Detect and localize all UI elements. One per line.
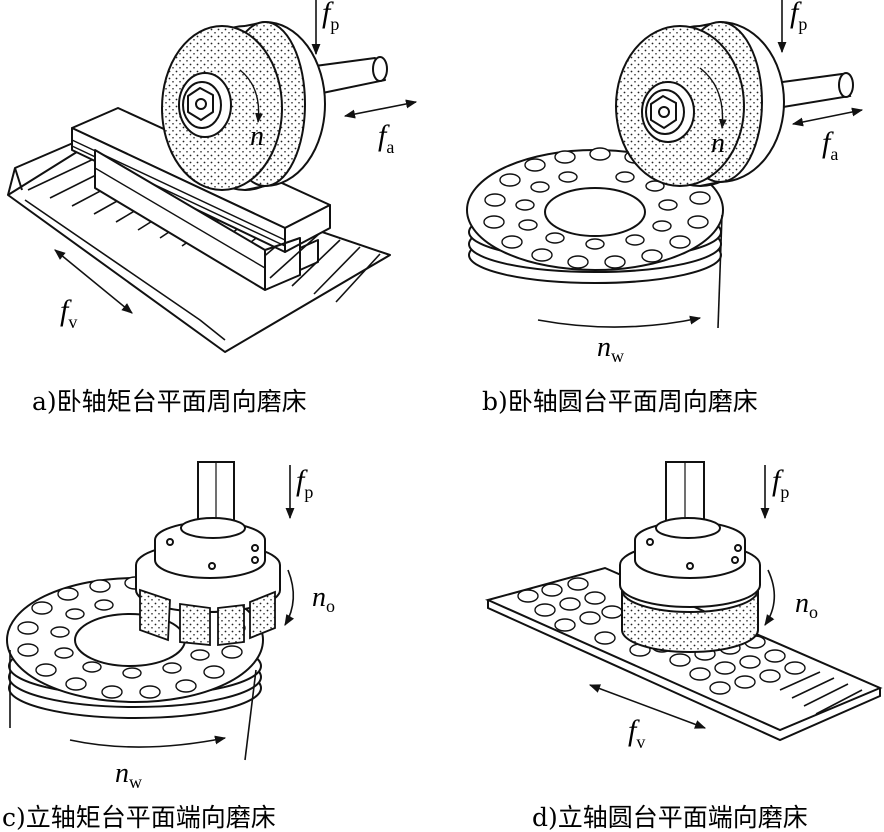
label-fv-d: fv	[628, 714, 645, 752]
panel-b-drawing	[466, 0, 864, 329]
label-no-c: no	[312, 582, 335, 616]
caption-b: b)卧轴圆台平面周向磨床	[482, 387, 758, 416]
caption-c: c)立轴矩台平面端向磨床	[2, 803, 276, 832]
label-fp-c: fp	[296, 464, 313, 502]
label-nw-b: nw	[597, 332, 624, 366]
caption-a: a)卧轴矩台平面周向磨床	[32, 387, 307, 416]
panel-b-workpieces	[483, 147, 711, 269]
panel-a-drawing	[7, 0, 418, 353]
label-n-a: n	[250, 121, 264, 152]
caption-d: d)立轴圆台平面端向磨床	[532, 803, 808, 832]
panel-d-drawing	[485, 461, 883, 742]
label-n-b: n	[711, 128, 725, 159]
label-fa-a: fa	[378, 119, 394, 157]
label-fv-a: fv	[60, 294, 77, 332]
label-fp-d: fp	[772, 464, 789, 502]
label-nw-c: nw	[115, 758, 142, 792]
panel-c-drawing	[6, 461, 295, 761]
label-no-d: no	[795, 588, 818, 622]
label-fa-b: fa	[822, 126, 838, 164]
label-fp-b: fp	[790, 0, 807, 34]
label-fp-a: fp	[322, 0, 339, 34]
